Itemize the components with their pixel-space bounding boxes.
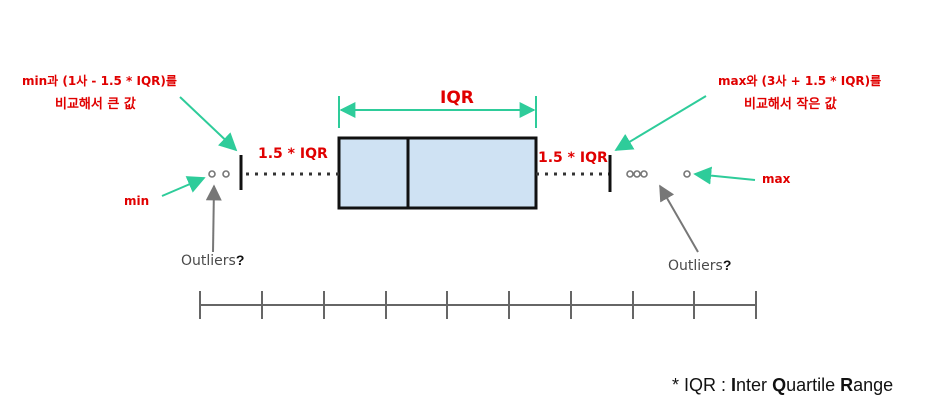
- footnote-q-rest: uartile: [786, 375, 841, 395]
- outliers-left-text: Outliers: [181, 253, 236, 269]
- footnote-i-rest: nter: [736, 375, 773, 395]
- outliers-right-label: Outliers?: [668, 257, 731, 274]
- arrow-right-note: [614, 95, 707, 151]
- outlier-point-right-3: [640, 170, 648, 178]
- left-note-line1: min과 (1사 - 1.5 * IQR)를: [22, 74, 177, 88]
- outlier-point-right-1: [626, 170, 634, 178]
- outlier-point-max: [683, 170, 691, 178]
- right-note-line1: max와 (3사 + 1.5 * IQR)를: [718, 74, 882, 88]
- outliers-right-text: Outliers: [668, 258, 723, 274]
- outlier-point-right-2: [633, 170, 641, 178]
- outliers-left-qmark: ?: [235, 252, 245, 268]
- iqr-title: IQR: [440, 88, 474, 108]
- outliers-left-label: Outliers?: [181, 252, 244, 269]
- footnote-r-rest: ange: [853, 375, 894, 395]
- iqr-box: [337, 136, 538, 210]
- arrow-min: [161, 176, 206, 197]
- footnote-q: Q: [772, 375, 787, 395]
- footnote-prefix: * IQR :: [672, 375, 732, 395]
- outliers-right-qmark: ?: [722, 257, 732, 273]
- arrow-outliers-right: [659, 184, 699, 253]
- outlier-point-left-1: [208, 170, 216, 178]
- max-label: max: [762, 172, 791, 186]
- arrow-max: [693, 166, 756, 185]
- arrow-left-note: [179, 96, 238, 152]
- arrow-outliers-left: [205, 184, 222, 253]
- left-note-line2: 비교해서 큰 값: [55, 97, 136, 112]
- right-note-line2: 비교해서 작은 값: [744, 97, 837, 112]
- outlier-point-left-2: [222, 170, 230, 178]
- axis-ticks: [199, 291, 757, 319]
- footnote-i: I: [731, 375, 737, 395]
- left-whisker-label: 1.5 * IQR: [258, 146, 328, 162]
- right-whisker-label: 1.5 * IQR: [538, 150, 608, 166]
- min-label: min: [124, 194, 150, 208]
- footnote-r: R: [840, 375, 854, 395]
- footnote: * IQR : Inter Quartile Range: [672, 375, 893, 396]
